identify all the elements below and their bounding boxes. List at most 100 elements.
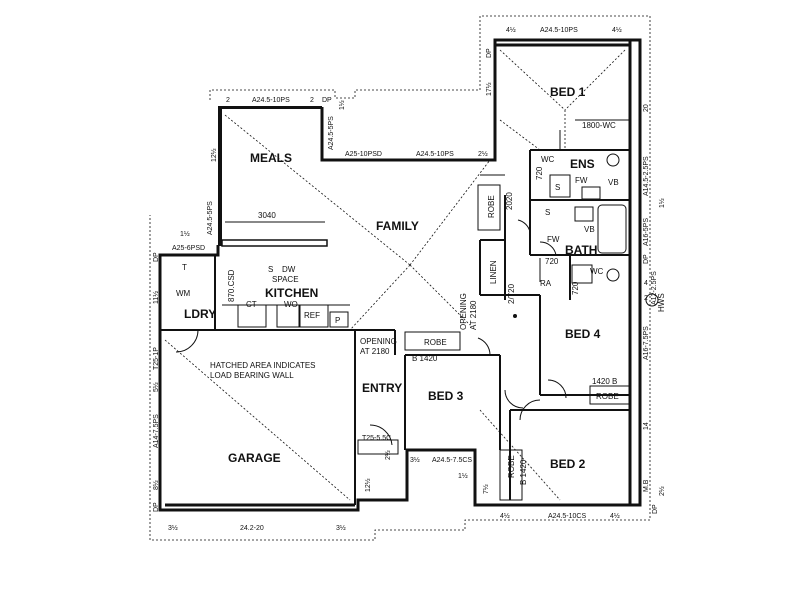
room-bed3: BED 3	[428, 389, 464, 403]
label-fw-1: FW	[575, 176, 588, 185]
dim-three-half-r: 3½	[336, 524, 346, 532]
dim-eleven-half: 11½	[152, 291, 160, 304]
hatch-note-line-1: HATCHED AREA INDICATES	[210, 361, 316, 370]
dim-garage-bottom: 24.2-20	[240, 525, 264, 532]
door-swings	[175, 219, 567, 446]
label-ra: RA	[540, 279, 552, 288]
dim-a25-6psd: A25-6PSD	[172, 245, 205, 252]
label-1800-wc: 1800-WC	[582, 121, 616, 130]
dim-a16-7-5ps: A16-7.5PS	[643, 326, 650, 360]
label-robe-bed3: ROBE	[424, 338, 447, 347]
label-b-1420-bed4: 1420 B	[592, 377, 617, 386]
dim-a24-5ps: A24.5-5PS	[207, 201, 214, 235]
dim-t25-5-5c: T25-5.5C	[362, 435, 391, 442]
dim-seventeen-half: 17½	[485, 82, 493, 96]
dim-t25-1p: T25-1P	[153, 347, 160, 370]
room-garage: GARAGE	[228, 451, 281, 465]
label-2020: 2020	[505, 192, 514, 210]
dim-a14-7-5ps: A14-7.5PS	[153, 414, 160, 448]
roof-lines	[164, 49, 626, 501]
dim-twenty: 20	[643, 104, 650, 112]
dim-dp-top: DP	[322, 97, 332, 104]
label-wo: WO	[284, 300, 298, 309]
dim-twelve-half: 12½	[210, 148, 218, 162]
room-meals: MEALS	[250, 151, 292, 165]
dim-top-meals-r: 2	[310, 97, 314, 104]
label-opening-1-at: AT 2180	[360, 347, 390, 356]
label-s-2: S	[545, 208, 550, 217]
dim-two-half-a: 2½	[478, 150, 488, 158]
dim-a12-2-5ps: A12-2.5PS	[651, 271, 658, 305]
dim-fourteen: 14	[643, 422, 650, 430]
label-2-720: 2/720	[507, 283, 516, 304]
dim-meals-right-2: A24.5-10PS	[416, 151, 454, 158]
hws-icon	[645, 293, 659, 307]
label-robe-bed2: ROBE	[507, 455, 516, 478]
dim-a24-5-7-5cs: A24.5-7.5CS	[432, 457, 472, 464]
label-vb-2: VB	[584, 225, 595, 234]
label-ct: CT	[246, 300, 257, 309]
room-entry: ENTRY	[362, 381, 402, 395]
room-bed2: BED 2	[550, 457, 586, 471]
label-dw: DW	[282, 265, 296, 274]
room-bath: BATH	[565, 243, 597, 257]
label-vb-1: VB	[608, 178, 619, 187]
label-space: SPACE	[272, 275, 299, 284]
label-720-c: 720	[571, 281, 580, 295]
dim-four-half-b: 4½	[612, 26, 622, 34]
label-robe-bed4: ROBE	[596, 392, 619, 401]
label-fw-2: FW	[547, 235, 560, 244]
dim-three-half-l: 3½	[168, 524, 178, 532]
perimeter-dimensions: 2 A24.5-10PS 2 DP A24.5-5PS 1½ A25-10PSD…	[152, 26, 666, 532]
label-t: T	[182, 263, 187, 272]
dim-mb: M.B	[643, 479, 650, 492]
dim-four-half-r: 4½	[610, 512, 620, 520]
dim-top-bed1: A24.5-10PS	[540, 27, 578, 34]
label-opening-1: OPENING	[360, 337, 397, 346]
dim-two-half-c: 2½	[658, 486, 666, 496]
label-opening-2: OPENING	[459, 293, 468, 330]
dim-four: 4	[644, 280, 648, 287]
dim-one-half-d: 1½	[658, 198, 666, 208]
dim-bed2-bottom: A24.5-10CS	[548, 513, 586, 520]
dim-meals-right: A25-10PSD	[345, 151, 382, 158]
dim-four-half-l: 4½	[500, 512, 510, 520]
dim-a14-5-2-5ps: A14.5-2.5PS	[643, 156, 650, 196]
label-s-1: S	[555, 183, 560, 192]
ra-marker-icon	[513, 314, 517, 318]
label-opening-2-at: AT 2180	[469, 300, 478, 330]
dim-dp-mid: DP	[643, 254, 650, 264]
label-720-b: 720	[545, 257, 559, 266]
dim-twelve-half-b: 12½	[364, 478, 372, 492]
room-ldry: LDRY	[184, 307, 216, 321]
label-b-1420-bed2: B 1420	[519, 459, 528, 485]
hatched-outline	[149, 15, 651, 541]
room-family: FAMILY	[376, 219, 419, 233]
dim-two-half-b: 2½	[384, 450, 392, 460]
label-hws: HWS	[657, 293, 666, 312]
dim-side-meals-a: A24.5-5PS	[328, 116, 335, 150]
label-870-csd: 870.CSD	[227, 269, 236, 302]
label-3040: 3040	[258, 211, 276, 220]
dim-a16-5ps: A16-5PS	[643, 218, 650, 246]
dim-eight-half: 8½	[152, 480, 160, 490]
dim-one-half-c: 1½	[458, 472, 468, 480]
exterior-walls	[158, 38, 642, 512]
dim-top-meals: A24.5-10PS	[252, 97, 290, 104]
label-wc-ens: WC	[541, 155, 555, 164]
label-s-kitchen: S	[268, 265, 273, 274]
room-kitchen: KITCHEN	[265, 286, 318, 300]
room-bed4: BED 4	[565, 327, 601, 341]
hatch-note-line-2: LOAD BEARING WALL	[210, 371, 294, 380]
dim-one-half-b: 1½	[180, 230, 190, 238]
room-bed1: BED 1	[550, 85, 586, 99]
label-wc-bath: WC	[590, 267, 604, 276]
label-linen: LINEN	[489, 260, 498, 284]
dim-dp-left: DP	[153, 252, 160, 262]
label-robe-family: ROBE	[487, 195, 496, 218]
dim-three-half-b: 3½	[410, 456, 420, 464]
dim-dp-left-2: DP	[153, 502, 160, 512]
dim-seven-half: 7½	[482, 484, 490, 494]
room-ens: ENS	[570, 157, 595, 171]
label-b-1420-top: B 1420	[412, 354, 438, 363]
